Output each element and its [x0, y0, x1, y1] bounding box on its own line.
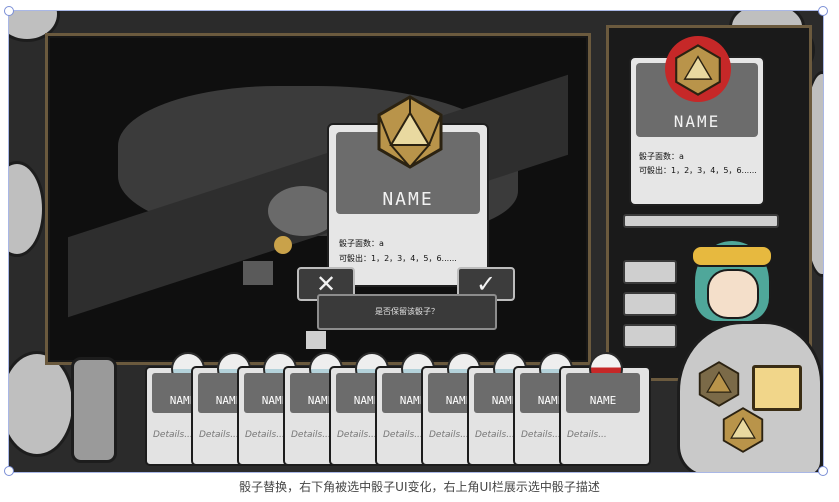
hand-card-name: NAME	[353, 394, 381, 407]
sidebar-slot-3[interactable]	[623, 324, 677, 348]
hand-card-name: NAME	[307, 394, 335, 407]
sidebar-slot-1[interactable]	[623, 260, 677, 284]
resize-handle-top-right[interactable]	[818, 6, 828, 16]
sidebar-slot-2[interactable]	[623, 292, 677, 316]
dice-detail-popup: NAME 骰子面数：a 可骰出：1，2，3，4，5，6......	[327, 95, 489, 287]
selected-slot-frame[interactable]	[752, 365, 802, 411]
sidebar-status-bar	[623, 214, 779, 228]
hand-card-details: Details...	[291, 430, 331, 440]
resize-handle-bottom-right[interactable]	[818, 466, 828, 476]
alert-marker-icon[interactable]	[274, 236, 292, 254]
d20-dice-icon	[675, 44, 721, 96]
left-swirl-decoration	[9, 161, 45, 257]
hand-card-details: Details...	[153, 430, 193, 440]
sidebar-dice-rolls: 可骰出：1，2，3，4，5，6......	[639, 166, 757, 175]
hand-card-details: Details...	[567, 430, 607, 440]
hand-card-name: NAME	[537, 394, 565, 407]
sidebar-dice-name: NAME	[673, 112, 721, 131]
character-face	[707, 269, 759, 319]
popup-dice-rolls: 可骰出：1，2，3，4，5，6......	[339, 254, 457, 263]
resize-handle-top-left[interactable]	[4, 6, 14, 16]
keep-dice-prompt: 是否保留该骰子？	[317, 294, 497, 330]
lantern-decoration	[71, 357, 117, 463]
hand-card-details: Details...	[337, 430, 377, 440]
hand-card-name: NAME	[399, 394, 427, 407]
checkbox-tile[interactable]	[306, 331, 326, 349]
hand-card-name: NAME	[589, 394, 617, 407]
d20-dice-icon	[377, 95, 443, 169]
d20-dice-icon[interactable]	[697, 361, 741, 407]
left-bottom-swirl-decoration	[9, 351, 75, 457]
hand-card-details: Details...	[383, 430, 423, 440]
hand-card-name: NAME	[445, 394, 473, 407]
hand-card-details: Details...	[429, 430, 469, 440]
hand-card-name: NAME	[261, 394, 289, 407]
sidebar-dice-faces: 骰子面数：a	[639, 152, 684, 161]
hand-card-details: Details...	[199, 430, 239, 440]
popup-dice-faces: 骰子面数：a	[339, 239, 384, 248]
hand-card-name: NAME	[491, 394, 519, 407]
game-screenshot-frame: NAME 骰子面数：a 可骰出：1，2，3，4，5，6...... ✕ ✓ 是否…	[8, 10, 824, 473]
rock-cluster	[268, 186, 338, 236]
hand-card-name: NAME	[169, 394, 197, 407]
hand-card-details: Details...	[521, 430, 561, 440]
resize-handle-bottom-left[interactable]	[4, 466, 14, 476]
character-portrait	[687, 233, 777, 343]
tent-object	[243, 261, 273, 285]
hand-card-details: Details...	[475, 430, 515, 440]
popup-dice-name: NAME	[382, 189, 434, 210]
hand-card-details: Details...	[245, 430, 285, 440]
hand-card-name: NAME	[215, 394, 243, 407]
character-goggles	[691, 245, 773, 267]
d20-dice-icon[interactable]	[721, 407, 765, 453]
image-caption: 骰子替换，右下角被选中骰子UI变化，右上角UI栏展示选中骰子描述	[239, 480, 600, 494]
hand-card-selected[interactable]: NAME Details...	[559, 352, 651, 466]
sidebar-dice-card: NAME 骰子面数：a 可骰出：1，2，3，4，5，6......	[629, 36, 765, 206]
